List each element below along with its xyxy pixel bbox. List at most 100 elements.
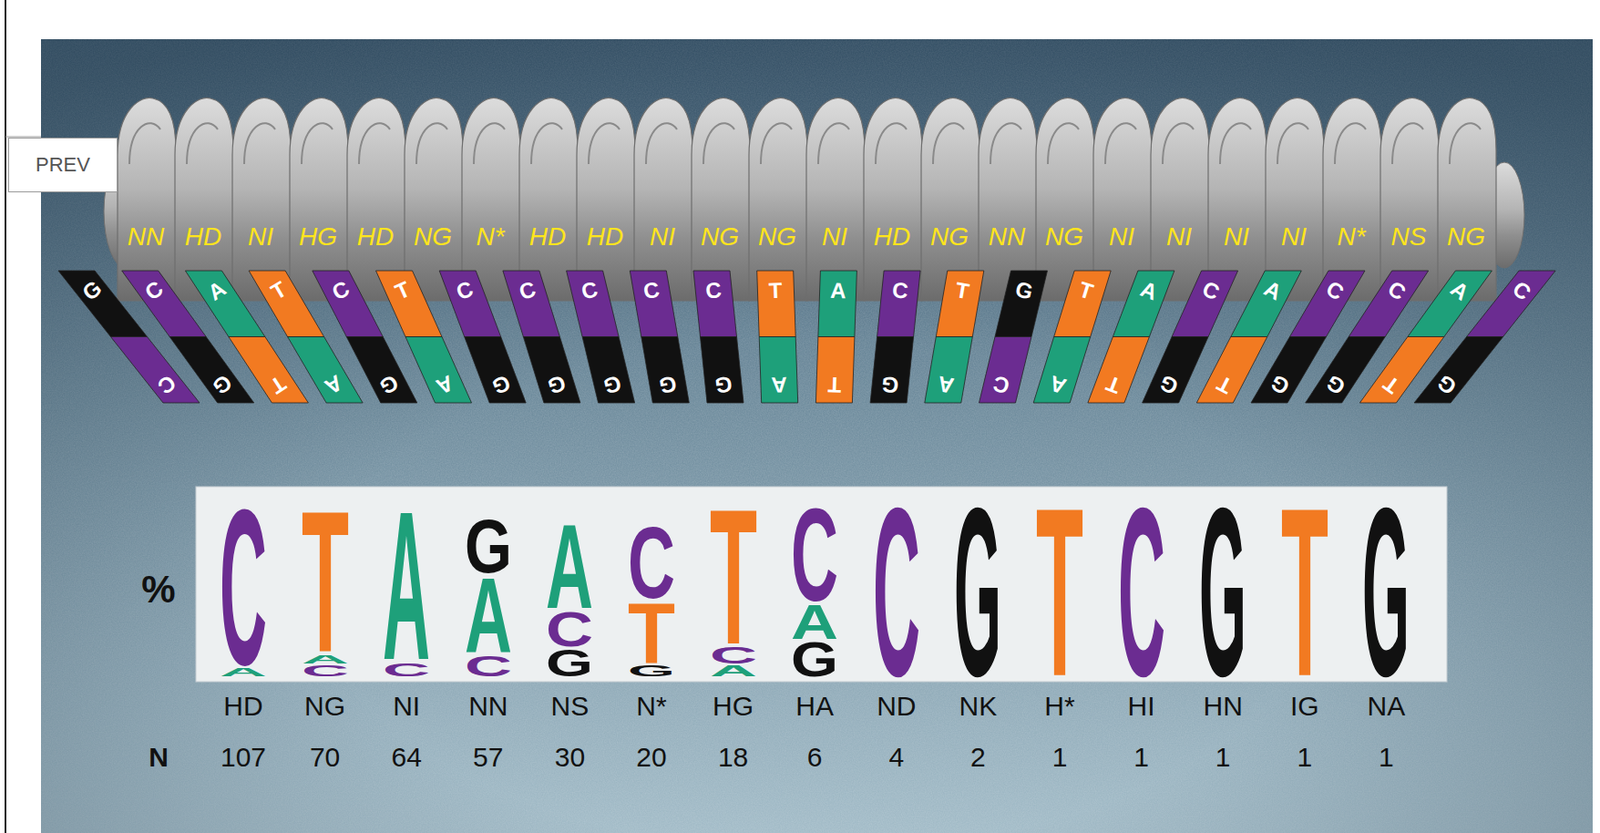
- bottom-strand-segment: [700, 337, 745, 404]
- rvd-column-name: HD: [223, 692, 263, 720]
- rvd-column-name-text: IG: [1290, 692, 1320, 720]
- top-strand-base: G: [1013, 277, 1036, 304]
- rvd-label: HD: [529, 224, 566, 250]
- bottom-strand-base: T: [266, 371, 289, 398]
- logo-letter-text: A: [219, 666, 267, 678]
- count-value: 1: [1052, 743, 1068, 771]
- rvd-column-name-text: HD: [223, 692, 263, 720]
- repeat-loop: [358, 123, 390, 165]
- repeat-loop: [1105, 123, 1137, 165]
- base-pair-bar: [1414, 270, 1556, 403]
- bottom-strand-base: A: [770, 372, 788, 396]
- top-strand-base: T: [953, 278, 972, 303]
- logo-letter-text: G: [790, 635, 839, 684]
- logo-letter: G: [627, 663, 676, 678]
- logo-letter: C: [219, 476, 267, 698]
- rvd-label-text: NG: [700, 224, 739, 250]
- top-strand-base-text: A: [204, 276, 230, 305]
- bottom-strand-base-text: G: [376, 370, 402, 399]
- bottom-strand-base-text: G: [544, 370, 568, 397]
- top-strand-segment: [1290, 270, 1366, 338]
- bottom-strand-base-text: G: [881, 372, 901, 397]
- bottom-strand-base-text: G: [1267, 370, 1293, 399]
- nav-button: PREV: [8, 137, 118, 193]
- bottom-strand-base: G: [489, 370, 513, 398]
- count-value: 107: [220, 743, 267, 771]
- count-value-text: 18: [717, 743, 749, 771]
- rvd-label: NI: [1281, 224, 1307, 250]
- top-strand-base: C: [516, 277, 539, 304]
- top-strand-segment: [312, 270, 384, 338]
- logo-letter-text: A: [709, 663, 758, 678]
- logo-letter: T: [1281, 471, 1329, 712]
- rvd-column-name: H*: [1044, 692, 1075, 720]
- bottom-strand-base-text: T: [1213, 371, 1236, 398]
- repeat-loop: [1220, 123, 1252, 165]
- logo-letter-text: C: [464, 651, 513, 681]
- rvd-label: NS: [1391, 224, 1427, 250]
- count-value: 57: [472, 743, 503, 771]
- repeat-loop: [990, 123, 1022, 165]
- rvd-column-name-text: NA: [1367, 692, 1406, 720]
- rvd-label: HG: [298, 224, 338, 250]
- rvd-label-text: NI: [1281, 224, 1307, 250]
- bottom-strand-base-text: A: [936, 371, 956, 397]
- base-pair-bar: [979, 270, 1048, 403]
- top-strand-base: C: [328, 276, 353, 304]
- top-strand-base-text: A: [1261, 276, 1285, 304]
- repeat-loop: [588, 123, 620, 165]
- bottom-strand-base: G: [1323, 370, 1350, 399]
- rvd-column-name: HN: [1203, 692, 1243, 720]
- base-pair-bar: [870, 270, 921, 403]
- logo-letter-text: C: [219, 476, 267, 698]
- top-strand-base: C: [1199, 276, 1223, 304]
- repeat-loop: [933, 123, 965, 165]
- repeat-loop: [646, 123, 677, 165]
- count-value-text: 1: [1215, 743, 1231, 771]
- rvd-column-name-text: HN: [1203, 692, 1243, 720]
- rvd-label-text: NN: [988, 224, 1026, 250]
- rvd-column-name: NG: [304, 692, 346, 720]
- logo-letter: G: [1199, 471, 1247, 712]
- rvd-label: NI: [247, 224, 274, 250]
- top-strand-base-text: T: [769, 279, 783, 302]
- bottom-strand-base: A: [936, 371, 956, 397]
- logo-letter: T: [301, 480, 349, 682]
- top-strand-base-text: A: [1137, 276, 1160, 304]
- logo-letter-text: C: [872, 471, 921, 712]
- base-pair-bar: [566, 270, 636, 403]
- rvd-label-text: NN: [127, 224, 165, 250]
- top-strand-base-text: T: [1076, 277, 1097, 303]
- top-strand-base: C: [141, 276, 167, 305]
- rvd-label: HD: [586, 224, 624, 250]
- count-value: 20: [635, 743, 667, 771]
- top-strand-segment: [994, 270, 1048, 338]
- base-pair-bar: [815, 270, 857, 403]
- logo-letter: G: [1362, 471, 1410, 712]
- repeat-loop: [1047, 123, 1079, 165]
- count-value-text: 64: [391, 743, 422, 771]
- base-pair-bar: [757, 270, 799, 403]
- rvd-column-name: NI: [392, 692, 421, 720]
- base-pair-bar: [1196, 270, 1302, 403]
- repeat-loop: [1449, 123, 1481, 165]
- rvd-column-name-text: NS: [551, 692, 590, 720]
- top-strand-base-text: T: [953, 278, 972, 303]
- bottom-strand-base: G: [1267, 370, 1293, 399]
- bottom-strand-base-text: G: [208, 369, 236, 398]
- base-pair-bar: [502, 270, 581, 403]
- top-strand-base: A: [1261, 276, 1285, 304]
- rvd-label-text: NI: [1223, 224, 1250, 250]
- bottom-strand-base: A: [1046, 371, 1069, 398]
- rvd-column-name-text: HA: [795, 692, 834, 720]
- bottom-strand-base-text: T: [1102, 371, 1123, 398]
- base-pair-bar: [629, 270, 689, 403]
- repeat-loop: [818, 123, 850, 165]
- bottom-strand-base: G: [657, 371, 678, 397]
- panel-shading: [41, 39, 1593, 833]
- repeat-loop: [703, 123, 735, 165]
- button-text: PREV: [35, 154, 91, 175]
- bottom-strand-segment: [1142, 337, 1210, 404]
